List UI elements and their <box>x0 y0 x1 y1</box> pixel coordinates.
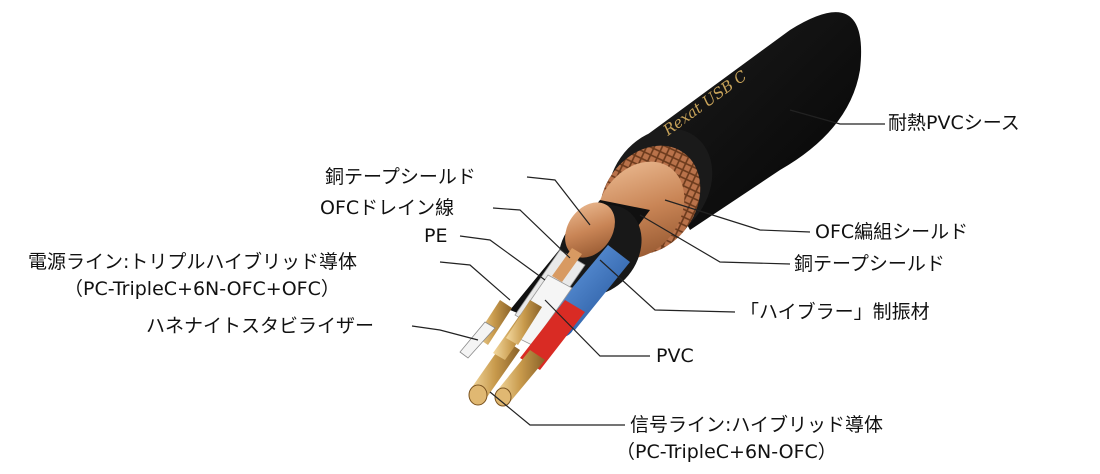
label-signal-line-sub: （PC-TripleC+6N-OFC） <box>616 441 837 463</box>
label-signal-line: 信号ライン:ハイブリッド導体 <box>630 414 884 436</box>
leader-pe <box>459 235 546 281</box>
label-outer-sheath: 耐熱PVCシース <box>888 112 1020 134</box>
leader-braid-shield <box>664 199 811 233</box>
leader-outer-sheath <box>789 109 885 125</box>
label-power-line: 電源ライン:トリプルハイブリッド導体 <box>28 251 358 273</box>
leader-copper-tape-right <box>639 214 791 265</box>
label-drain-wire: OFCドレイン線 <box>320 197 455 219</box>
label-braid-shield: OFC編組シールド <box>815 221 969 243</box>
label-damping-material: 「ハイブラー」制振材 <box>740 301 930 323</box>
signal-conductors <box>468 300 545 407</box>
leader-pvc <box>544 299 650 357</box>
leader-drain <box>492 207 571 259</box>
leader-power <box>439 261 511 301</box>
label-stabilizer: ハネナイトスタビライザー <box>146 315 375 337</box>
leader-copper-tape-left <box>526 176 591 226</box>
leader-stabilizer <box>411 325 479 341</box>
red-core <box>520 300 585 370</box>
label-pvc: PVC <box>656 345 694 367</box>
drain-wire <box>552 248 582 282</box>
leader-damping <box>599 259 736 313</box>
label-pe: PE <box>424 225 448 247</box>
copper-tape-left <box>565 202 615 258</box>
label-copper-tape-left: 銅テープシールド <box>325 166 476 188</box>
leader-signal <box>489 391 625 426</box>
label-copper-tape-right: 銅テープシールド <box>794 253 945 275</box>
label-power-line-sub: （PC-TripleC+6N-OFC+OFC） <box>64 278 340 300</box>
leader-lines <box>411 109 885 426</box>
